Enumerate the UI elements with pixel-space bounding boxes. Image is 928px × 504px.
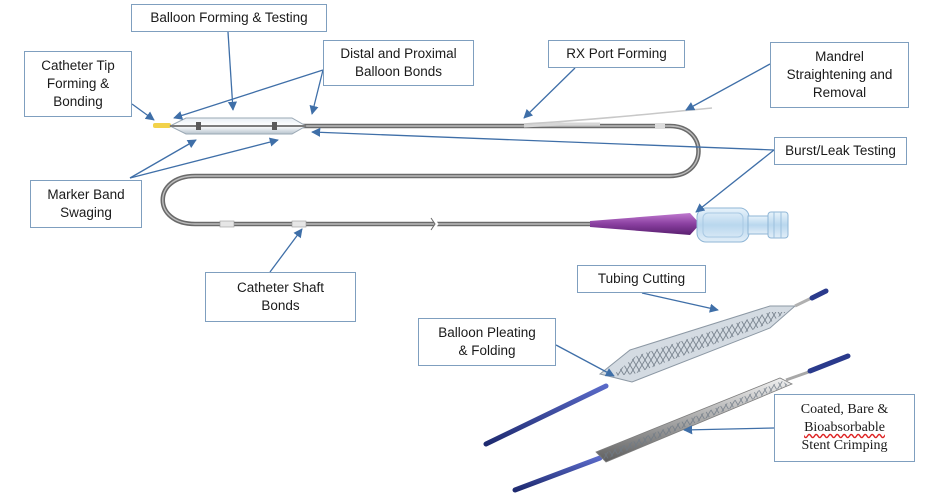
marker-band [196, 122, 201, 130]
leader-lines [129, 31, 775, 435]
leader-burst-balloon [311, 127, 775, 151]
rx-port [523, 122, 600, 128]
crimped-stent-photo [512, 353, 851, 493]
catheter-assembly [153, 107, 789, 243]
callout-mandrel: Mandrel Straightening and Removal [770, 42, 909, 108]
callout-tubing-cutting: Tubing Cutting [577, 265, 706, 293]
callout-balloon-forming: Balloon Forming & Testing [131, 4, 327, 32]
leader-bonds-distal [173, 69, 324, 120]
callout-catheter-tip: Catheter Tip Forming & Bonding [24, 51, 132, 117]
leader-marker-1 [129, 139, 197, 179]
leader-tip [131, 103, 155, 121]
leader-bonds-proximal [309, 69, 324, 115]
leader-rx-port [523, 67, 576, 119]
callout-shaft-bonds: Catheter Shaft Bonds [205, 272, 356, 322]
leader-tubing [641, 292, 719, 313]
leader-marker-2 [129, 137, 279, 179]
pleated-balloon-photo [483, 288, 829, 447]
luer-hub [696, 207, 789, 243]
leader-stent [683, 425, 775, 435]
callout-rx-port: RX Port Forming [548, 40, 685, 68]
callout-stent-crimping: Coated, Bare & Bioabsorbable Stent Crimp… [774, 394, 915, 462]
stent-label-line-1: Coated, Bare & [800, 402, 889, 417]
leader-mandrel [685, 63, 771, 111]
leader-shaft-bonds [269, 228, 303, 273]
leader-pleating [555, 344, 615, 377]
hub-strain-relief [590, 213, 700, 235]
stent-label-line-2: Bioabsorbable [804, 420, 885, 435]
callout-balloon-bonds: Distal and Proximal Balloon Bonds [323, 40, 474, 86]
leader-balloon-forming [227, 31, 238, 111]
mandrel-wire [523, 107, 713, 125]
stent-label-line-3: Stent Crimping [801, 438, 888, 453]
callout-burst-leak: Burst/Leak Testing [774, 137, 907, 165]
catheter-shaft [160, 123, 701, 227]
callout-marker-band: Marker Band Swaging [30, 180, 142, 228]
shaft-bond-band [291, 220, 307, 228]
marker-band [272, 122, 277, 130]
shaft-bond-band [219, 220, 235, 228]
leader-burst-hub [695, 149, 775, 213]
callout-balloon-pleating: Balloon Pleating & Folding [418, 318, 556, 366]
catheter-tip [153, 123, 171, 128]
shaft-break-mark [431, 217, 439, 231]
